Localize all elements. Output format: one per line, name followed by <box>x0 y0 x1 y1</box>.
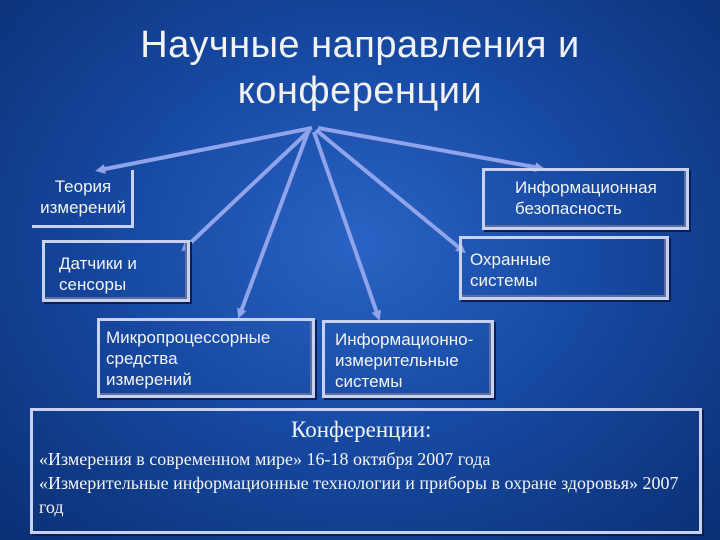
direction-infobez: Информационная безопасность <box>482 168 689 230</box>
slide-title-line2: конференции <box>237 70 483 112</box>
arrow-to-teoriya <box>95 126 313 174</box>
direction-micro-line3: измерений <box>106 370 192 389</box>
direction-micro: Микропроцессорные средства измерений <box>97 318 315 398</box>
direction-teoriya: Теория измерений <box>32 170 134 228</box>
direction-infobez-line2: безопасность <box>515 199 622 218</box>
arrow-to-datchiki <box>181 128 312 252</box>
direction-ohran: Охранные системы <box>459 236 669 300</box>
conferences-box: Конференции: «Измерения в современном ми… <box>30 408 702 534</box>
slide-title-line1: Научные направления и <box>140 24 580 66</box>
direction-info-izm-line1: Информационно- <box>335 330 474 349</box>
direction-datchiki-line1: Датчики и <box>59 254 137 273</box>
direction-infobez-line1: Информационная <box>515 178 657 197</box>
direction-info-izm-line2: измерительные <box>335 351 459 370</box>
direction-ohran-line2: системы <box>470 271 538 290</box>
arrow-to-infobez <box>317 126 545 173</box>
direction-ohran-line1: Охранные <box>470 250 551 269</box>
slide-title: Научные направления и конференции <box>0 22 720 114</box>
conference-item-1: «Измерения в современном мире» 16-18 окт… <box>39 449 491 469</box>
conference-item-2: «Измерительные информационные технологии… <box>39 473 679 517</box>
arrow-to-micro <box>237 131 310 319</box>
conferences-heading: Конференции: <box>291 417 432 442</box>
direction-teoriya-line1: Теория <box>54 177 112 196</box>
direction-info-izm: Информационно- измерительные системы <box>322 320 494 398</box>
direction-teoriya-line2: измерений <box>40 198 126 217</box>
arrow-to-ohran <box>314 128 466 254</box>
direction-datchiki-line2: сенсоры <box>59 275 127 294</box>
arrow-to-info-izm <box>312 131 382 321</box>
direction-datchiki: Датчики и сенсоры <box>42 240 190 302</box>
direction-micro-line1: Микропроцессорные <box>106 328 271 347</box>
direction-micro-line2: средства <box>106 349 178 368</box>
direction-info-izm-line3: системы <box>335 372 403 391</box>
